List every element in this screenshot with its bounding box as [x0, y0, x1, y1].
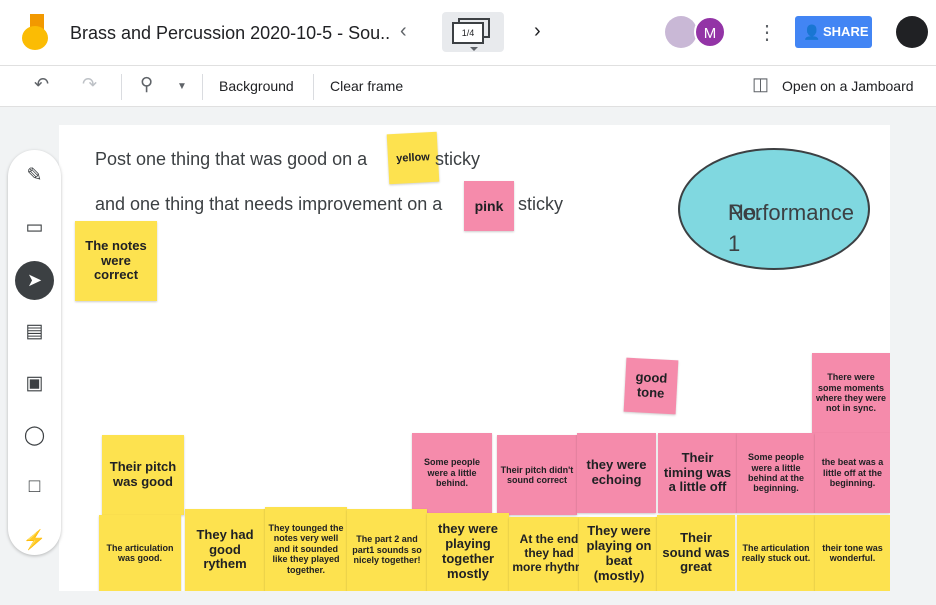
previous-frame-icon[interactable]: ‹: [400, 20, 407, 42]
sticky-note[interactable]: They were playing on beat (mostly): [579, 517, 659, 591]
prompt-line-1-prefix: Post one thing that was good on a: [95, 149, 368, 169]
frame-navigator[interactable]: 1/4: [442, 12, 504, 52]
prompt-line-1-suffix: sticky: [435, 149, 480, 169]
sticky-note[interactable]: The articulation was good.: [99, 515, 181, 591]
toolbar: ↶ ↷ ⚲ ▼ Background Clear frame ◫ Open on…: [0, 65, 936, 107]
sticky-note-icon[interactable]: ▤: [25, 321, 44, 342]
laser-icon[interactable]: ⚡: [22, 530, 47, 551]
avatar-m[interactable]: M: [694, 16, 726, 48]
avatar[interactable]: [665, 16, 697, 48]
frame-indicator: 1/4: [452, 22, 484, 44]
more-options-icon[interactable]: ⋮: [757, 22, 777, 44]
present-icon[interactable]: ◫: [752, 74, 770, 94]
yellow-label-sticky[interactable]: yellow: [386, 131, 440, 185]
add-person-icon: 👤: [803, 24, 821, 40]
jamboard-logo[interactable]: [22, 14, 48, 50]
sticky-note[interactable]: At the end they had more rhythm: [509, 517, 589, 591]
account-avatar[interactable]: [896, 16, 928, 48]
text-box-icon[interactable]: □: [28, 476, 41, 497]
image-icon[interactable]: ▣: [25, 373, 44, 394]
top-bar: Brass and Percussion 2020-10-5 - Sou... …: [0, 0, 936, 65]
zoom-icon[interactable]: ⚲: [140, 74, 154, 94]
pen-icon[interactable]: ✎: [26, 165, 43, 186]
sticky-note[interactable]: They had good rythem: [185, 509, 265, 591]
sticky-note[interactable]: Some people were a little behind at the …: [737, 433, 815, 513]
tool-palette: ✎ ▭ ➤ ▤ ▣ ◯ □ ⚡: [8, 150, 61, 555]
sticky-note[interactable]: The notes were correct: [75, 221, 157, 301]
prompt-line-2-suffix: sticky: [518, 194, 563, 214]
sticky-note[interactable]: They tounged the notes very well and it …: [265, 507, 347, 591]
divider: [121, 74, 122, 100]
sticky-note[interactable]: Their sound was great: [657, 515, 735, 591]
next-frame-icon[interactable]: ›: [534, 20, 541, 42]
sticky-note[interactable]: their tone was wonderful.: [815, 515, 890, 591]
frame-dropdown-icon: [470, 47, 478, 51]
ellipse-line-1: Performance: [728, 200, 854, 225]
sticky-note[interactable]: The articulation really stuck out.: [737, 515, 815, 591]
sticky-note[interactable]: Their timing was a little off: [658, 433, 737, 513]
pink-label-sticky[interactable]: pink: [464, 181, 514, 231]
ellipse-line-2: No. 1: [728, 200, 763, 256]
sticky-note[interactable]: There were some moments where they were …: [812, 353, 890, 433]
clear-frame-button[interactable]: Clear frame: [330, 78, 404, 94]
sticky-note[interactable]: The part 2 and part1 sounds so nicely to…: [347, 509, 427, 591]
select-icon[interactable]: ➤: [15, 261, 54, 300]
share-button[interactable]: 👤 SHARE: [795, 16, 872, 48]
document-title[interactable]: Brass and Percussion 2020-10-5 - Sou...: [70, 23, 390, 43]
redo-icon[interactable]: ↷: [82, 74, 98, 94]
sticky-note[interactable]: Some people were a little behind.: [412, 433, 492, 513]
eraser-icon[interactable]: ▭: [25, 217, 44, 238]
zoom-dropdown-icon[interactable]: ▼: [177, 81, 187, 92]
sticky-note[interactable]: good tone: [623, 357, 679, 415]
background-button[interactable]: Background: [219, 78, 294, 94]
open-on-jamboard-button[interactable]: Open on a Jamboard: [782, 78, 914, 94]
prompt-line-2-prefix: and one thing that needs improvement on …: [95, 194, 443, 214]
sticky-note[interactable]: Their pitch was good: [102, 435, 184, 515]
divider: [313, 74, 314, 100]
sticky-note[interactable]: Their pitch didn't sound correct: [497, 435, 577, 515]
circle-shape-icon[interactable]: ◯: [23, 425, 46, 446]
divider: [202, 74, 203, 100]
undo-icon[interactable]: ↶: [34, 74, 50, 94]
whiteboard-canvas[interactable]: Post one thing that was good on a yellow…: [59, 125, 890, 591]
sticky-note[interactable]: they were echoing: [577, 433, 656, 513]
sticky-note[interactable]: the beat was a little off at the beginni…: [815, 433, 890, 513]
sticky-note[interactable]: they were playing together mostly: [427, 513, 509, 591]
